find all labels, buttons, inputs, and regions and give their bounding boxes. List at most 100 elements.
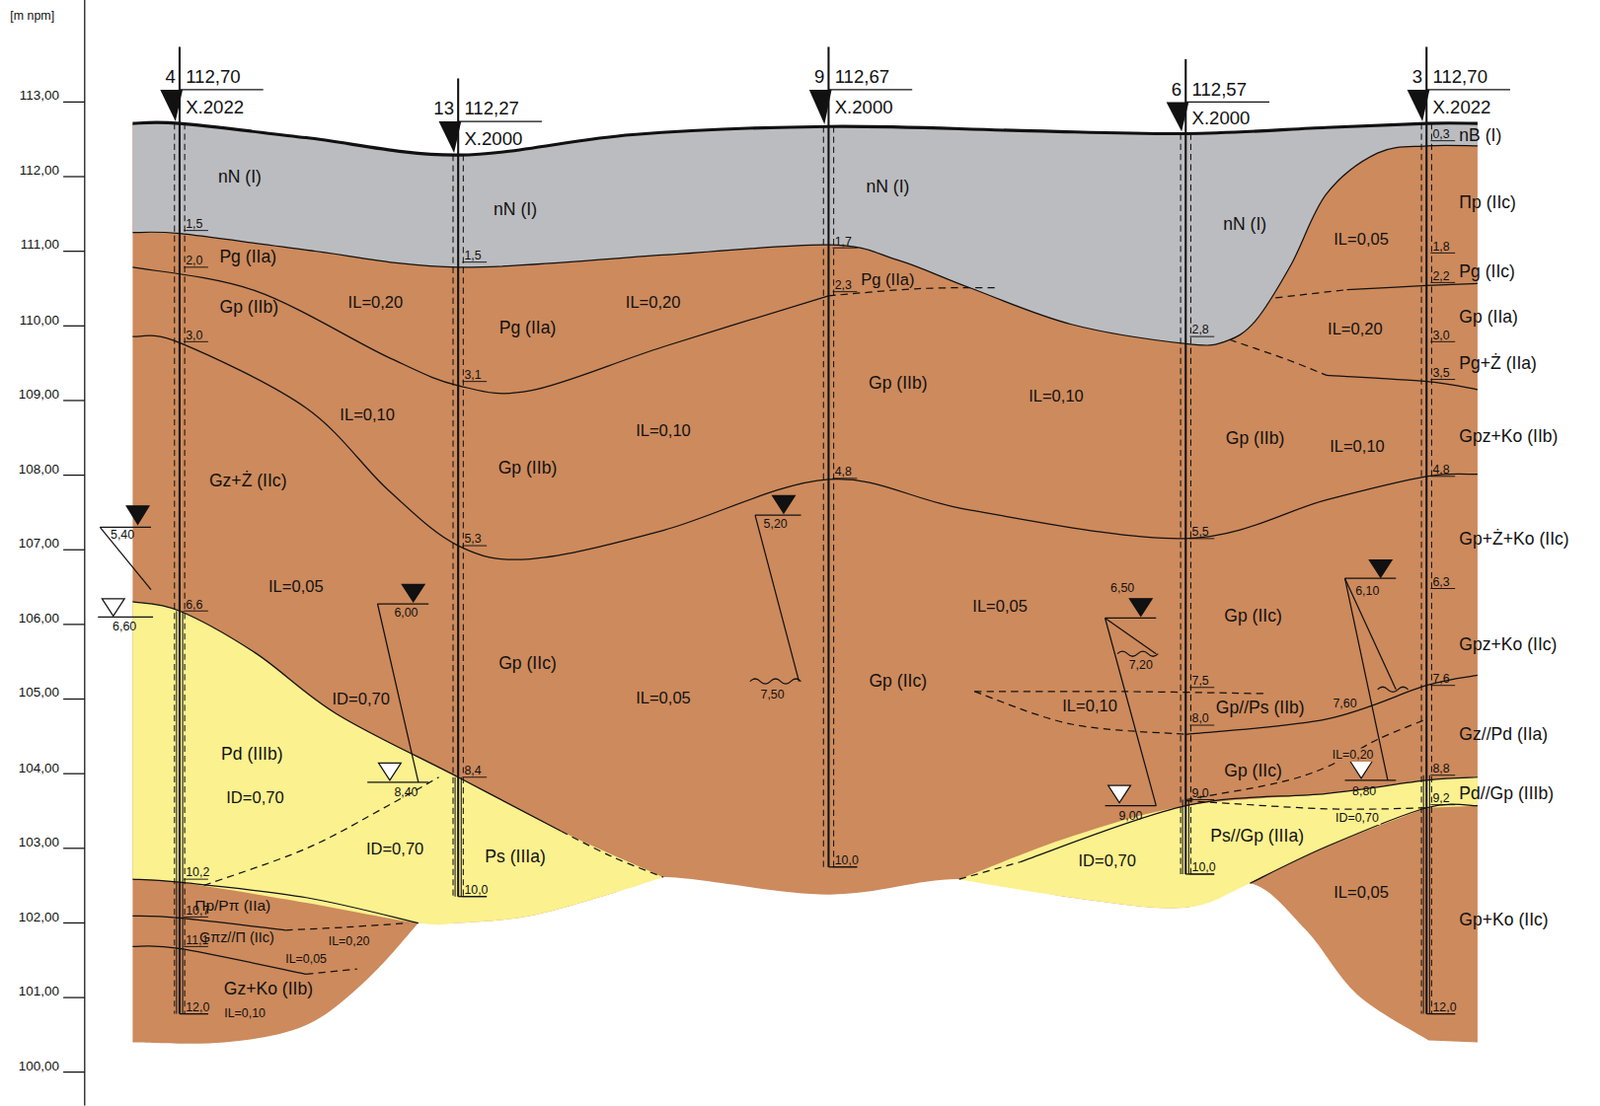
borehole-line — [1425, 47, 1428, 1015]
index-label: IL=0,05 — [285, 952, 327, 966]
axis-tick-label: 102,00 — [18, 910, 60, 924]
soil-label: nN (I) — [865, 178, 910, 197]
depth-label: 9,0 — [1191, 786, 1209, 800]
water-level-label: 7,50 — [761, 688, 785, 702]
axis-tick — [63, 623, 85, 625]
soil-label: Gπz//Π (IIc) — [199, 929, 275, 945]
soil-label: Gz+Ż (IIc) — [209, 472, 288, 491]
depth-label: 10,0 — [835, 854, 859, 868]
water-level-label: 5,40 — [110, 528, 135, 541]
soil-label: Gp+Ko (IIc) — [1458, 911, 1548, 929]
borehole-marker — [1407, 89, 1431, 122]
soil-label: Πp (IIc) — [1458, 194, 1517, 213]
elevation-label: 112,67 — [835, 68, 891, 88]
axis-tick — [63, 996, 85, 998]
borehole-screen — [1182, 799, 1184, 874]
depth-label: 4,8 — [835, 465, 852, 479]
soil-label: Pg+Ż (IIa) — [1458, 355, 1537, 374]
layer-boundary — [974, 691, 1186, 735]
depth-label: 1,5 — [463, 249, 481, 263]
axis-tick-label: 100,00 — [18, 1059, 60, 1073]
depth-label: 6,3 — [1432, 575, 1449, 589]
soil-label: Gz//Pd (IIa) — [1458, 725, 1548, 744]
index-label: ID=0,70 — [366, 840, 424, 858]
index-label: IL=0,10 — [1028, 387, 1084, 405]
date-label: X.2000 — [463, 130, 523, 151]
depth-label: 10,0 — [1191, 861, 1216, 875]
borehole-casing — [1180, 133, 1182, 875]
depth-label: 1,5 — [185, 218, 203, 231]
water-level-label: 8,40 — [393, 786, 418, 800]
axis-tick — [63, 549, 85, 551]
date-label: X.2022 — [1432, 98, 1491, 119]
soil-label: Gp (IIc) — [1223, 607, 1283, 625]
index-label: IL=0,20 — [625, 294, 682, 311]
depth-label: 10,0 — [463, 884, 488, 898]
soil-label: Gp (IIb) — [868, 374, 928, 392]
soil-label: Gz+Ko (IIb) — [224, 981, 313, 999]
soil-layer — [132, 122, 1478, 346]
soil-label: Gp (IIb) — [219, 299, 279, 317]
layer-boundary — [132, 145, 1478, 346]
borehole-line — [827, 47, 830, 868]
borehole-screen — [455, 777, 457, 898]
layer-boundary — [132, 335, 1478, 560]
borehole-number: 9 — [814, 68, 825, 88]
soil-label: Ps (IIIa) — [484, 847, 546, 866]
soil-label: Pd (IIIb) — [221, 746, 284, 764]
axis-tick — [63, 922, 85, 924]
soil-label: Gpz+Ko (IIb) — [1458, 427, 1558, 446]
soil-label: Gp (IIc) — [498, 655, 557, 674]
layer-boundary — [1347, 283, 1478, 290]
axis-tick-label: 112,00 — [19, 163, 60, 178]
layer-boundary — [1185, 719, 1427, 801]
axis-tick-label: 104,00 — [18, 761, 60, 775]
borehole-casing — [462, 154, 464, 898]
index-label: IL=0,20 — [1330, 749, 1376, 762]
index-label: IL=0,10 — [1062, 698, 1118, 716]
index-label: IL=0,05 — [635, 689, 691, 707]
date-label: X.2022 — [185, 98, 244, 119]
soil-label: nN (I) — [1222, 215, 1267, 233]
layer-boundary — [828, 288, 995, 297]
layer-boundary — [1275, 290, 1347, 299]
water-level-label: 8,80 — [1352, 785, 1376, 799]
axis-tick — [63, 698, 85, 700]
axis-tick — [63, 474, 85, 476]
depth-label: 3,0 — [1432, 328, 1449, 342]
soil-label: Πp/Pπ (IIa) — [194, 898, 271, 915]
borehole-number: 4 — [164, 68, 175, 88]
axis-tick — [63, 1071, 85, 1073]
header-line — [1426, 88, 1511, 90]
water-level-label: 9,00 — [1118, 810, 1143, 824]
layer-boundary — [1020, 777, 1478, 863]
index-label: IL=0,10 — [339, 406, 395, 424]
index-label: IL=0,10 — [635, 423, 691, 441]
soil-label: Pg (IIa) — [219, 247, 277, 266]
borehole-casing — [1190, 133, 1192, 875]
borehole-line — [1184, 59, 1187, 875]
axis-tick-label: 106,00 — [18, 611, 60, 626]
index-label: ID=0,70 — [1077, 853, 1136, 871]
borehole-casing — [833, 126, 835, 868]
soil-layer — [132, 602, 664, 925]
axis-tick-label: 113,00 — [19, 88, 60, 103]
layer-boundary — [285, 923, 408, 931]
index-label: IL=0,20 — [348, 294, 404, 311]
axis-tick — [63, 101, 85, 103]
layer-boundary — [305, 969, 358, 975]
borehole-line — [457, 78, 459, 898]
depth-label: 12,0 — [185, 1001, 210, 1015]
index-label: ID=0,70 — [332, 691, 390, 709]
axis-tick-label: 107,00 — [18, 536, 60, 551]
borehole-screen — [182, 610, 184, 1014]
elevation-label: 112,70 — [1432, 68, 1488, 88]
layer-boundary — [1229, 339, 1327, 376]
borehole-casing — [1431, 123, 1433, 1015]
borehole-screen — [175, 610, 177, 1014]
soil-label: Gp (IIb) — [1225, 429, 1286, 448]
borehole-marker — [159, 89, 183, 122]
depth-label: 10,2 — [185, 866, 210, 880]
depth-label: 9,2 — [1432, 792, 1449, 806]
layer-boundary — [974, 691, 1266, 694]
